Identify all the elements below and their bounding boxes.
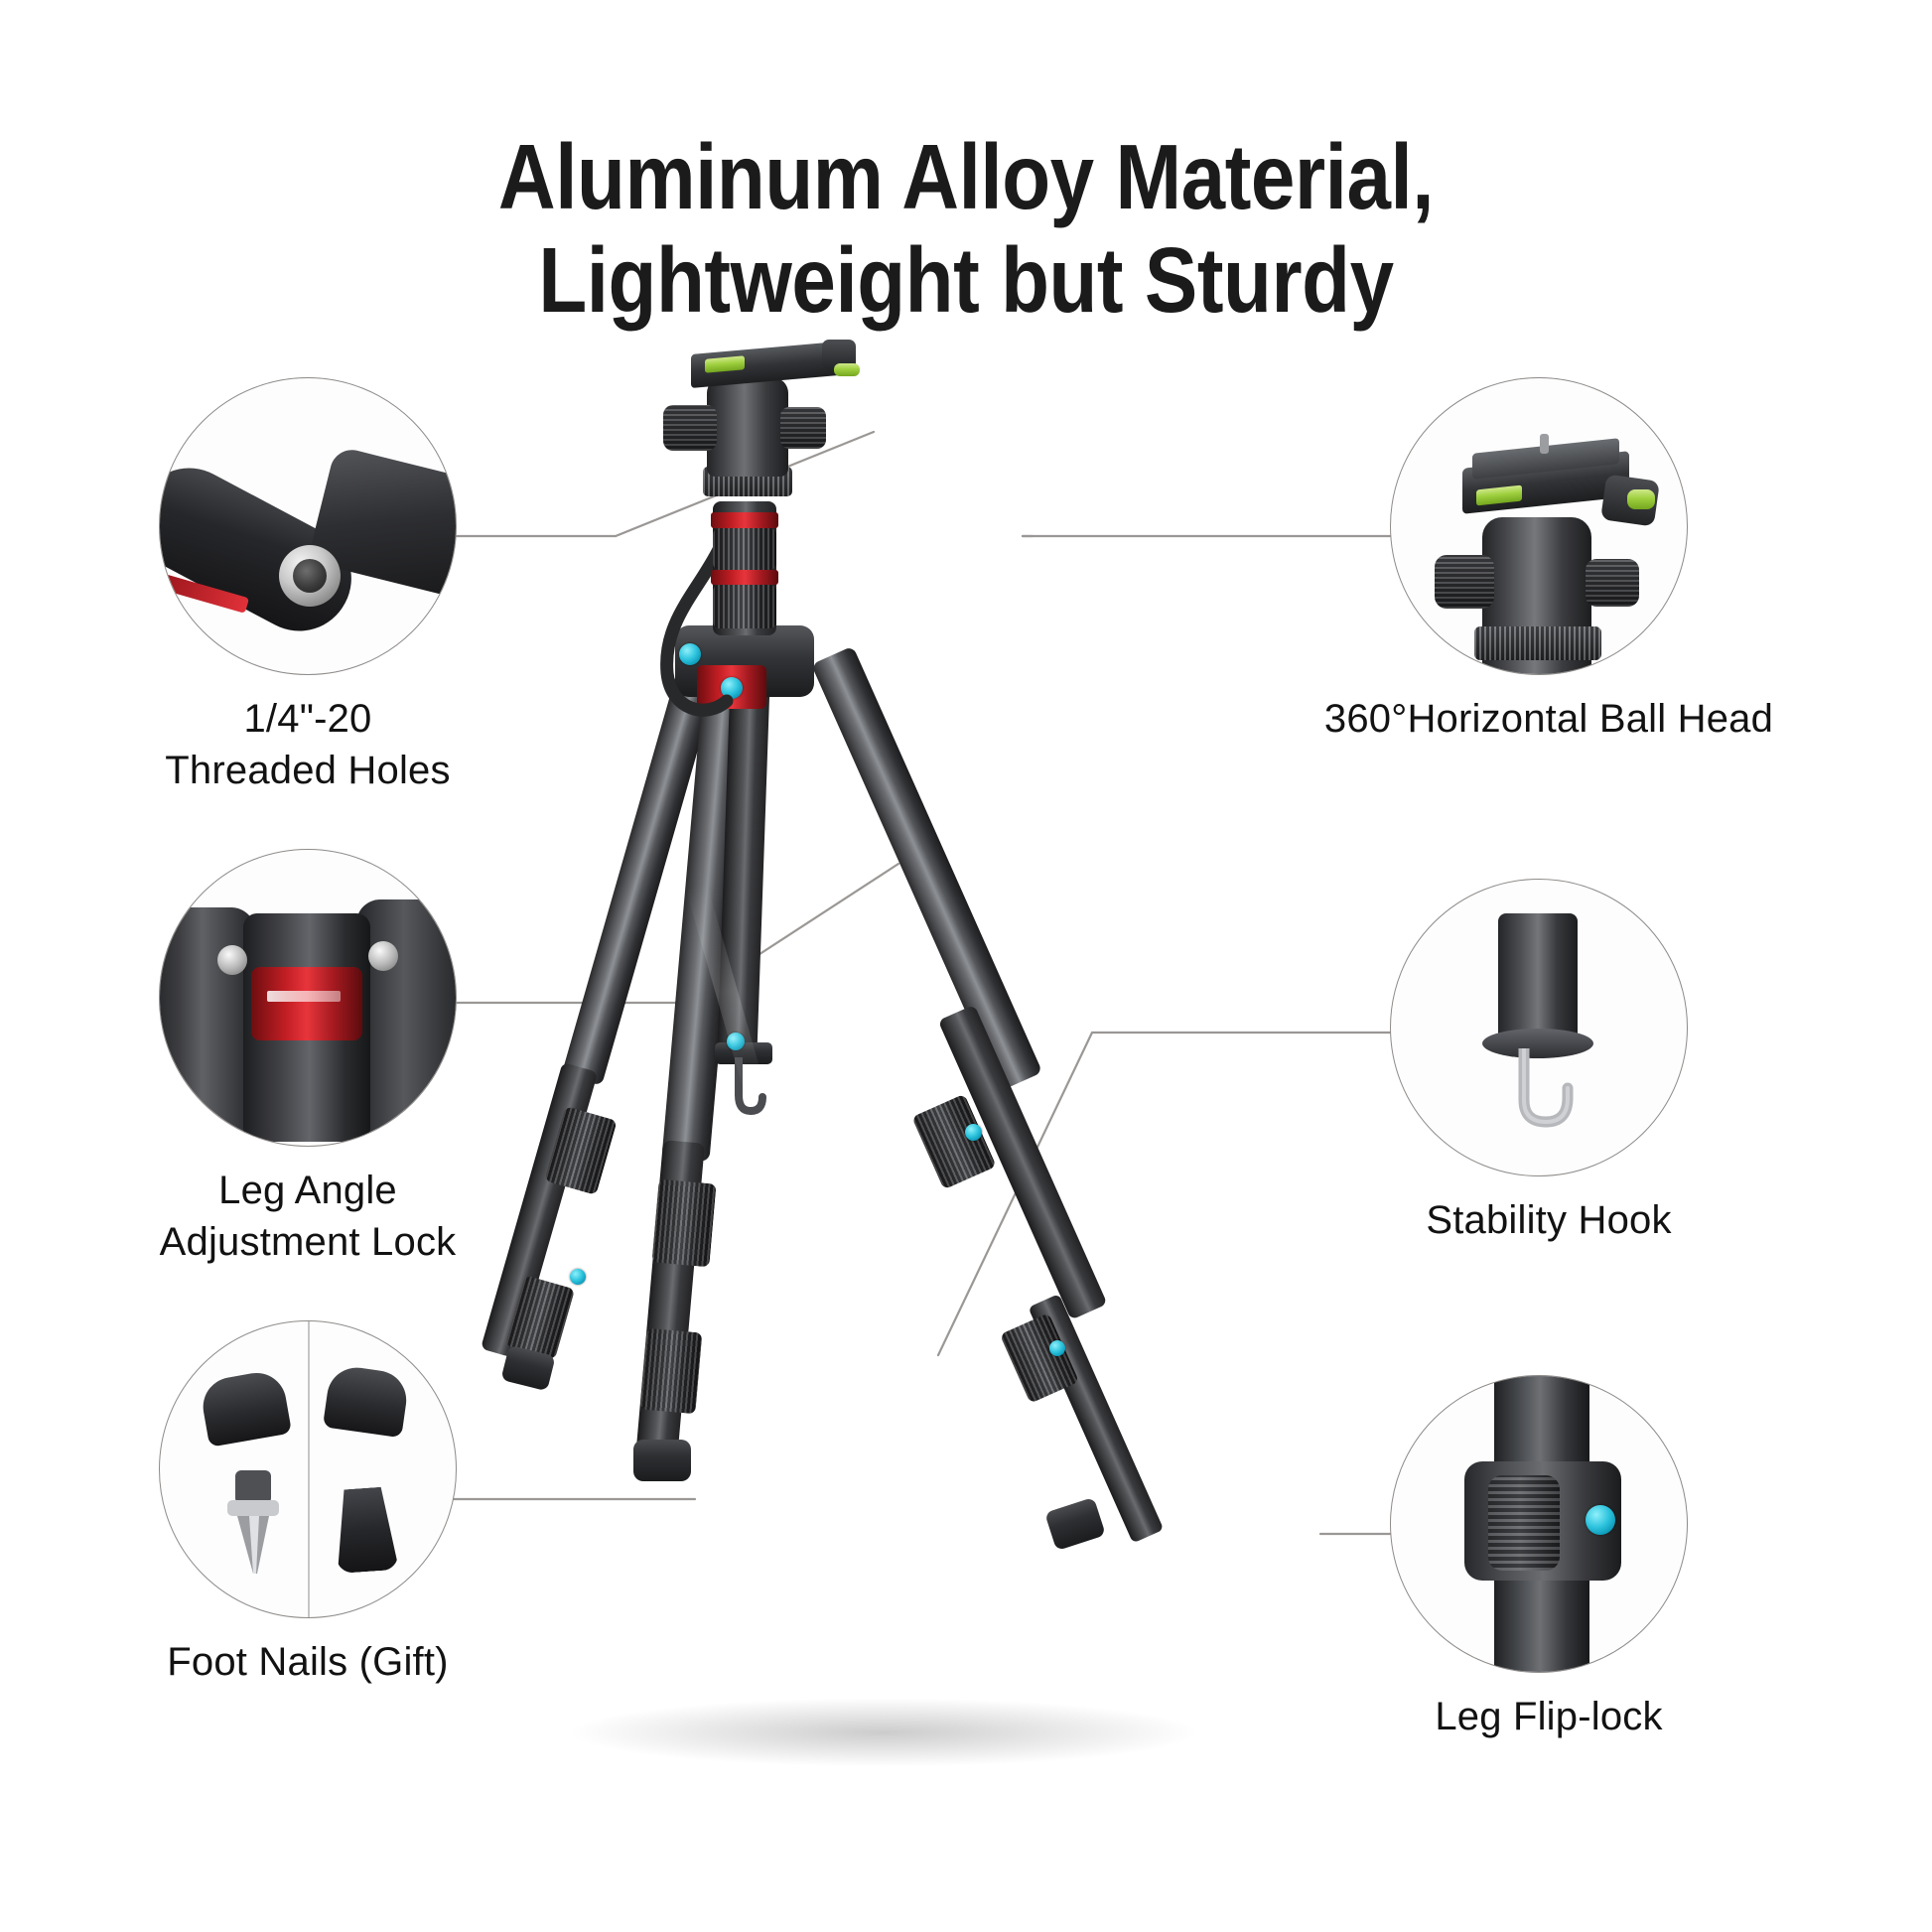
- threaded-hole-inner: [293, 559, 327, 593]
- ball-head-body: [707, 377, 788, 477]
- column-grip-1: [713, 528, 776, 570]
- tripod-illustration: [481, 328, 1400, 1817]
- page-title-line-1: Aluminum Alloy Material,: [497, 125, 1435, 228]
- angle-lock-brand-text: [267, 991, 341, 1002]
- ball-head-detail-level-2: [1627, 489, 1655, 509]
- callout-stability-hook-circle: [1390, 879, 1688, 1176]
- page-title: Aluminum Alloy Material, Lightweight but…: [0, 125, 1932, 332]
- callout-leg-flip-lock-label: Leg Flip-lock: [1435, 1695, 1663, 1738]
- leg-angle-lock-screw: [721, 677, 743, 699]
- angle-lock-pivot-right: [368, 941, 398, 971]
- flip-lock-screw-left-1: [570, 1269, 586, 1285]
- flip-lock-lever: [1488, 1475, 1560, 1571]
- callout-threaded-holes-circle: [159, 377, 457, 675]
- callout-threaded-holes[interactable]: 1/4"-20 Threaded Holes: [149, 377, 467, 814]
- callout-stability-hook-label: Stability Hook: [1426, 1198, 1672, 1242]
- hook-end-cap: [1482, 1029, 1593, 1058]
- tripod-foot-center: [633, 1440, 691, 1481]
- angle-lock-red-lever: [251, 967, 362, 1040]
- flip-lock-screw-right-1: [965, 1124, 982, 1141]
- ball-head-detail-knob-right: [1586, 559, 1639, 607]
- callout-stability-hook[interactable]: Stability Hook: [1311, 879, 1787, 1296]
- callout-ball-head-circle: [1390, 377, 1688, 675]
- callout-leg-flip-lock[interactable]: Leg Flip-lock: [1311, 1375, 1787, 1792]
- angle-lock-left-arm: [160, 907, 255, 1146]
- spike-foot-nail: [227, 1470, 279, 1574]
- callout-foot-nails-circle: [159, 1320, 457, 1618]
- callout-foot-nails[interactable]: Foot Nails (Gift): [149, 1320, 486, 1757]
- ball-head-knob-right: [780, 407, 826, 449]
- tripod-foot-right: [1044, 1496, 1106, 1552]
- apex-screw-upper: [679, 643, 701, 665]
- callout-leg-flip-lock-circle: [1390, 1375, 1688, 1673]
- flip-lock-cyan-screw: [1586, 1505, 1615, 1535]
- qr-plate-pin: [1540, 434, 1549, 454]
- stability-hook-on-product: [735, 1057, 766, 1116]
- callout-leg-angle-lock-circle: [159, 849, 457, 1147]
- ball-head-detail-knob-left: [1435, 555, 1494, 609]
- flip-lock-center-1: [651, 1178, 717, 1268]
- callout-leg-angle-lock-label: Leg Angle Adjustment Lock: [159, 1169, 457, 1264]
- center-column-screw: [727, 1033, 745, 1050]
- hook-column-tube: [1498, 913, 1578, 1042]
- column-grip-2: [713, 585, 776, 628]
- ground-shadow: [566, 1698, 1201, 1767]
- tripod-leg-right-upper: [810, 645, 1043, 1091]
- callout-threaded-holes-label: 1/4"-20 Threaded Holes: [165, 697, 451, 792]
- angle-lock-pivot-left: [217, 945, 247, 975]
- ball-head-knob-left: [663, 405, 717, 451]
- page-title-line-2: Lightweight but Sturdy: [538, 228, 1394, 332]
- stability-hook-wire: [1518, 1048, 1574, 1128]
- callout-leg-angle-lock[interactable]: Leg Angle Adjustment Lock: [149, 849, 486, 1286]
- flip-lock-screw-right-2: [1049, 1340, 1065, 1356]
- callout-ball-head-label: 360°Horizontal Ball Head: [1323, 697, 1774, 741]
- leader-line-stability-hook: [936, 1031, 1392, 1357]
- callout-foot-nails-label: Foot Nails (Gift): [167, 1640, 449, 1684]
- column-red-ring-2: [711, 570, 778, 585]
- bubble-level-side: [834, 363, 860, 376]
- flip-lock-center-2: [639, 1327, 703, 1415]
- column-red-ring-1: [711, 512, 778, 528]
- foot-nails-divider-lines: [308, 1321, 310, 1617]
- angle-lock-right-arm: [356, 899, 456, 1146]
- callout-ball-head[interactable]: 360°Horizontal Ball Head: [1311, 377, 1787, 794]
- ball-head-detail-base: [1474, 626, 1601, 660]
